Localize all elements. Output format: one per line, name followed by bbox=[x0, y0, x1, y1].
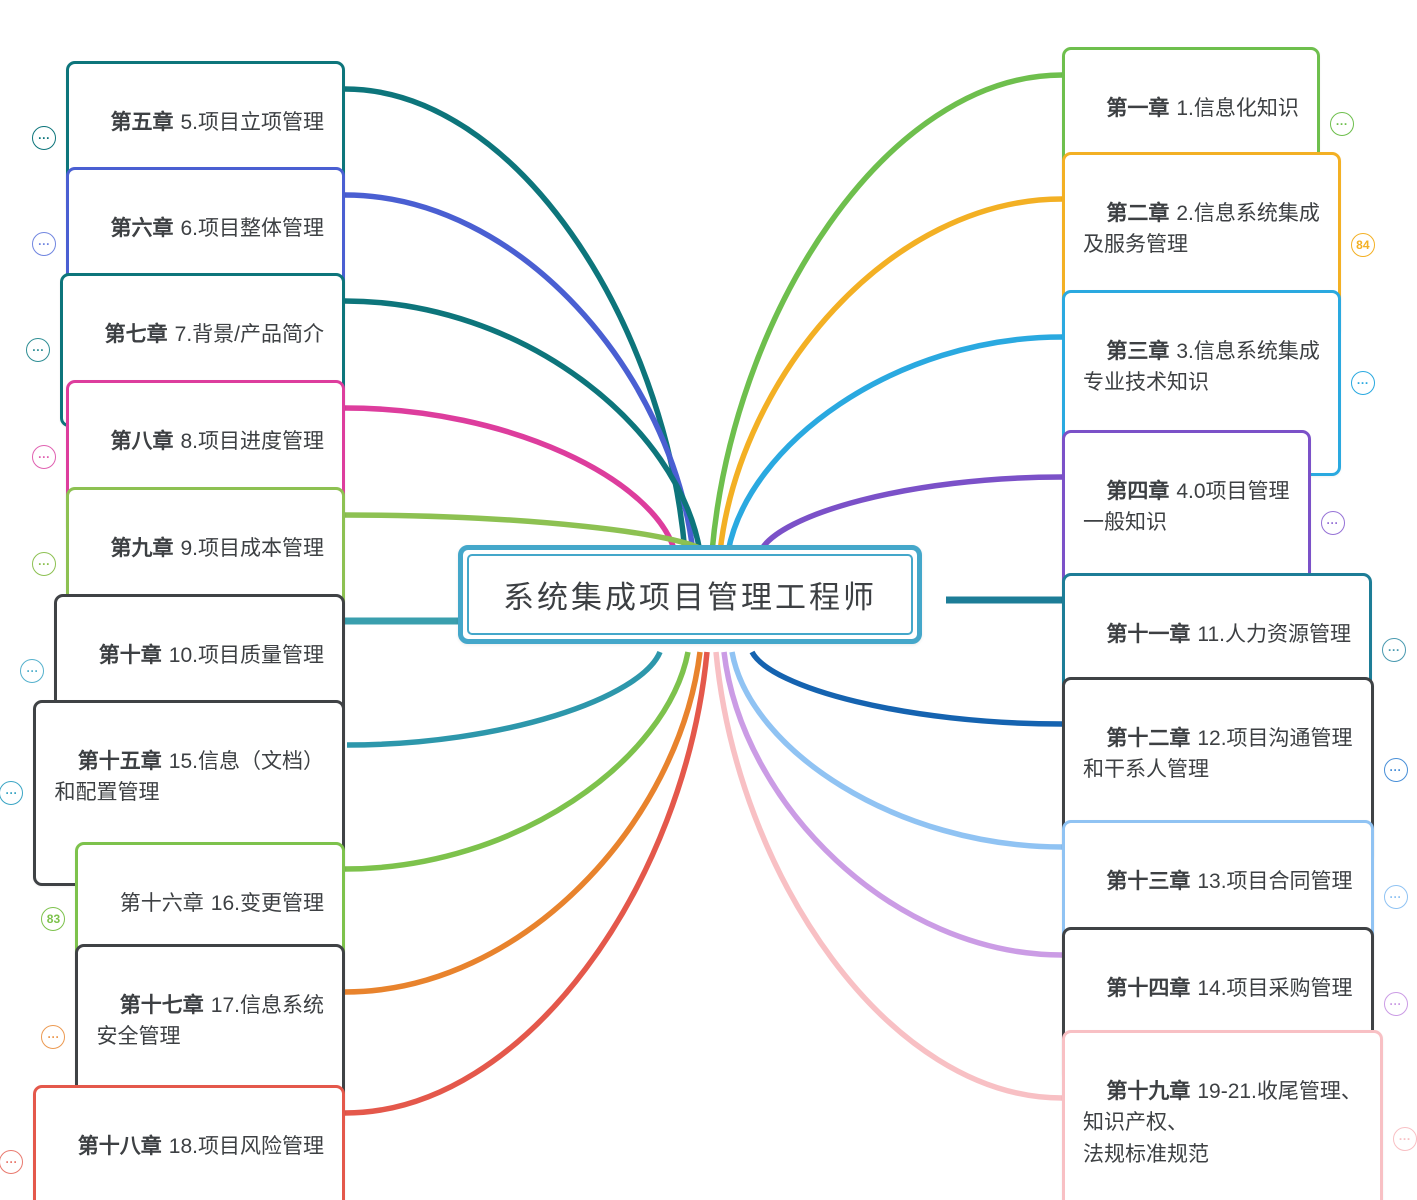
node-chapter-label: 第十七章 bbox=[119, 993, 204, 1017]
node-chapter-label: 第十五章 bbox=[77, 749, 162, 773]
node-title-label: 2.信息系统集成 及服务管理 bbox=[1083, 201, 1320, 257]
branch-line-ch1 bbox=[709, 72, 1063, 553]
node-title-label: 7.背景/产品简介 bbox=[174, 322, 324, 346]
branch-line-ch2 bbox=[717, 196, 1063, 553]
branch-line-ch5 bbox=[344, 86, 688, 553]
central-topic-label: 系统集成项目管理工程师 bbox=[467, 554, 913, 635]
node-title-label: 10.项目质量管理 bbox=[168, 643, 324, 667]
node-title-label: 17.信息系统 安全管理 bbox=[96, 993, 324, 1049]
branch-line-ch8 bbox=[344, 405, 678, 553]
branch-line-ch17 bbox=[344, 651, 703, 995]
branch-line-ch3 bbox=[725, 334, 1063, 553]
branch-line-ch18 bbox=[344, 651, 710, 1116]
node-title-label: 14.项目采购管理 bbox=[1197, 976, 1353, 1000]
collapse-indicator[interactable]: ··· bbox=[1392, 1126, 1417, 1151]
node-chapter-label: 第七章 bbox=[104, 322, 168, 346]
branch-line-ch16 bbox=[344, 651, 691, 872]
node-chapter-label: 第十章 bbox=[98, 643, 162, 667]
node-title-label: 13.项目合同管理 bbox=[1197, 869, 1353, 893]
node-chapter-label: 第二章 bbox=[1106, 201, 1170, 225]
node-chapter-label: 第十三章 bbox=[1106, 869, 1191, 893]
branch-line-ch6 bbox=[344, 192, 696, 553]
branch-line-ch4 bbox=[757, 474, 1063, 554]
collapse-indicator[interactable]: ··· bbox=[1350, 370, 1375, 395]
collapse-indicator[interactable]: ··· bbox=[32, 232, 57, 256]
node-chapter-label: 第十九章 bbox=[1106, 1079, 1191, 1103]
node-title-label: 19-21.收尾管理、 知识产权、 法规标准规范 bbox=[1083, 1079, 1362, 1166]
node-chapter-label: 第十八章 bbox=[77, 1134, 162, 1158]
collapse-indicator[interactable]: ··· bbox=[1383, 885, 1408, 909]
collapse-indicator[interactable]: ··· bbox=[1320, 510, 1345, 535]
node-title-label: 3.信息系统集成 专业技术知识 bbox=[1083, 339, 1320, 395]
collapse-indicator[interactable]: ··· bbox=[26, 338, 51, 362]
node-title-label: 16.变更管理 bbox=[210, 891, 324, 915]
node-chapter-label: 第九章 bbox=[110, 536, 174, 560]
node-chapter-label: 第十六章 bbox=[119, 891, 204, 915]
node-title-label: 15.信息（文档） 和配置管理 bbox=[54, 749, 324, 805]
central-topic[interactable]: 系统集成项目管理工程师 bbox=[458, 545, 922, 644]
node-title-label: 18.项目风险管理 bbox=[168, 1134, 324, 1158]
branch-line-ch15 bbox=[346, 650, 663, 748]
collapse-indicator[interactable]: ··· bbox=[1381, 638, 1406, 662]
branch-line-ch14 bbox=[721, 651, 1063, 958]
node-chapter-label: 第十二章 bbox=[1106, 726, 1191, 750]
node-title-label: 12.项目沟通管理 和干系人管理 bbox=[1083, 726, 1353, 782]
node-title-label: 5.项目立项管理 bbox=[180, 110, 324, 134]
node-title-label: 8.项目进度管理 bbox=[180, 429, 324, 453]
branch-line-ch9 bbox=[343, 512, 708, 555]
node-chapter-label: 第一章 bbox=[1106, 96, 1170, 120]
node-chapter-label: 第五章 bbox=[110, 110, 174, 134]
node-title-label: 9.项目成本管理 bbox=[180, 536, 324, 560]
collapse-indicator[interactable]: ··· bbox=[0, 1150, 24, 1174]
branch-line-ch19 bbox=[713, 651, 1063, 1101]
node-chapter-label: 第八章 bbox=[110, 429, 174, 453]
node-title-label: 4.0项目管理 一般知识 bbox=[1083, 479, 1290, 535]
collapse-indicator[interactable]: ··· bbox=[1383, 757, 1408, 782]
node-chapter-label: 第六章 bbox=[110, 216, 174, 240]
collapsed-count-badge[interactable]: 83 bbox=[41, 907, 66, 931]
collapse-indicator[interactable]: ··· bbox=[32, 552, 57, 576]
node-chapter-label: 第四章 bbox=[1106, 479, 1170, 503]
collapse-indicator[interactable]: ··· bbox=[1329, 112, 1354, 136]
branch-line-ch13 bbox=[729, 651, 1063, 850]
collapse-indicator[interactable]: ··· bbox=[0, 780, 24, 805]
node-chapter-label: 第十一章 bbox=[1106, 622, 1191, 646]
collapsed-count-badge[interactable]: 84 bbox=[1350, 232, 1375, 257]
branch-line-ch7 bbox=[344, 298, 703, 553]
node-title-label: 1.信息化知识 bbox=[1176, 96, 1299, 120]
branch-line-ch12 bbox=[749, 650, 1063, 727]
collapse-indicator[interactable]: ··· bbox=[32, 445, 57, 469]
collapse-indicator[interactable]: ··· bbox=[41, 1024, 66, 1049]
collapse-indicator[interactable]: ··· bbox=[20, 659, 45, 683]
node-title-label: 6.项目整体管理 bbox=[180, 216, 324, 240]
node-chapter-label: 第十四章 bbox=[1106, 976, 1191, 1000]
node-chapter-label: 第三章 bbox=[1106, 339, 1170, 363]
node-title-label: 11.人力资源管理 bbox=[1197, 622, 1351, 646]
collapse-indicator[interactable]: ··· bbox=[1383, 992, 1408, 1016]
collapse-indicator[interactable]: ··· bbox=[32, 126, 57, 150]
